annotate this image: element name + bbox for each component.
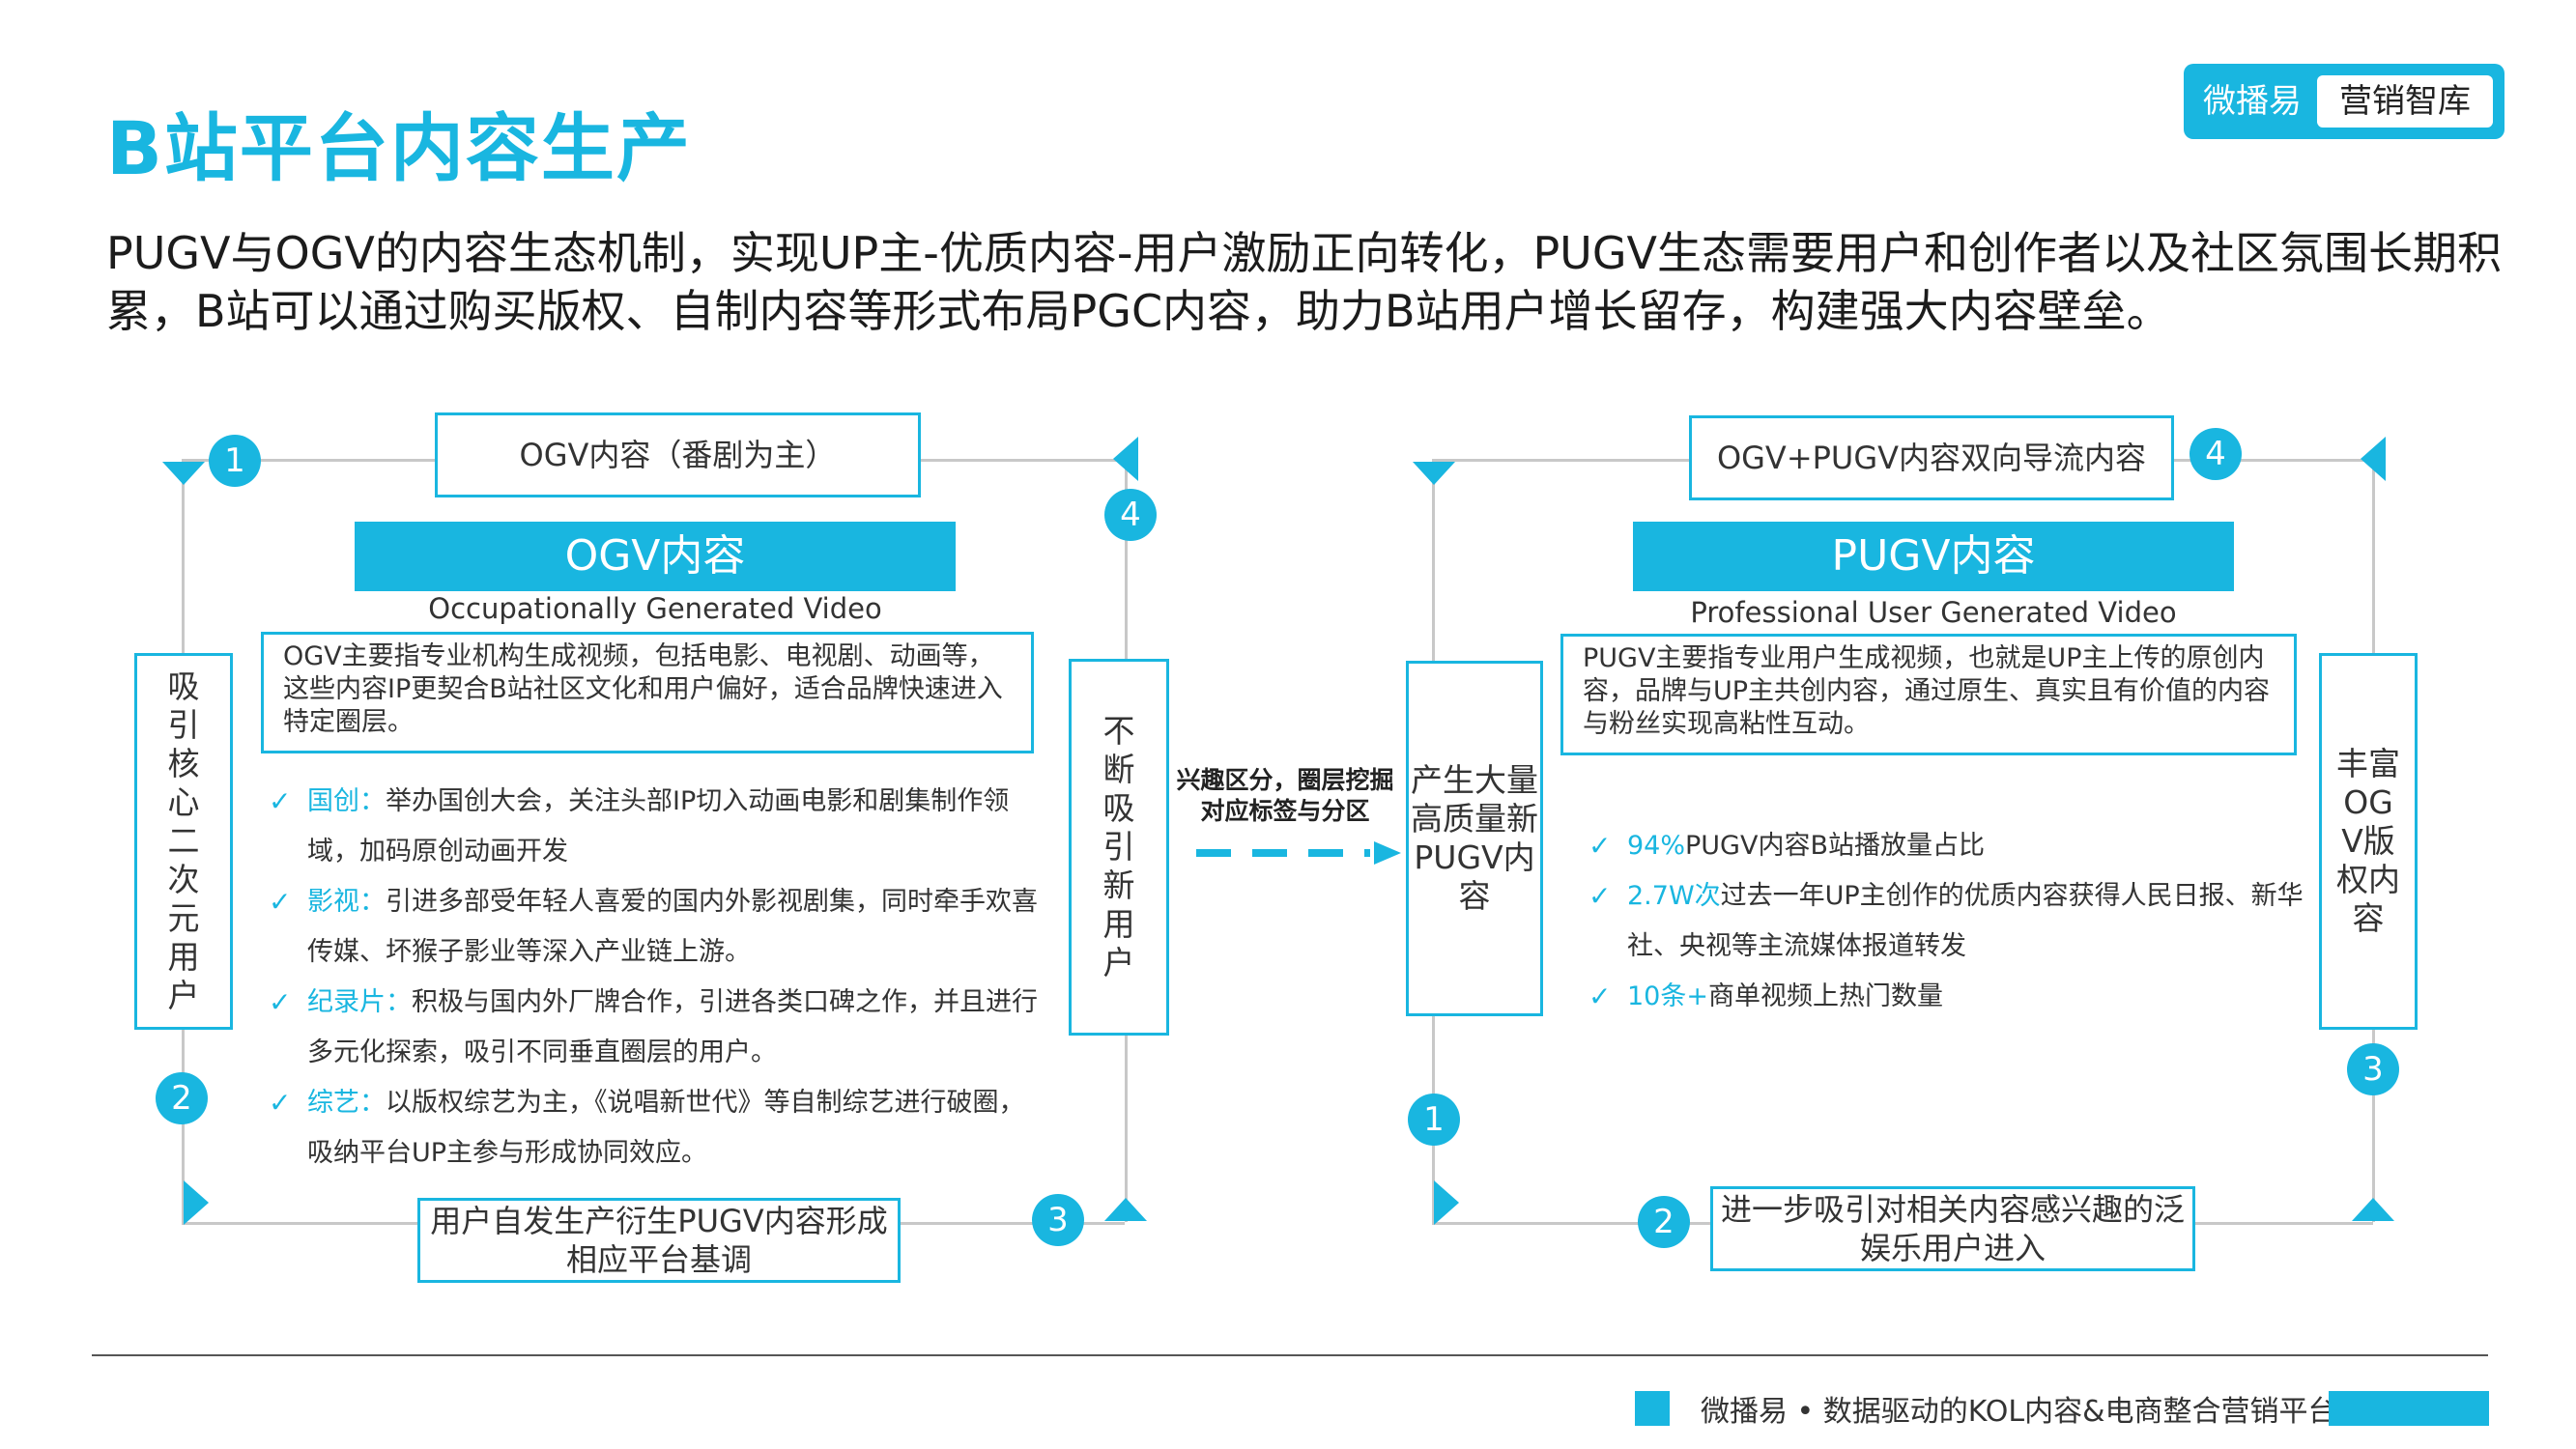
pugv-side-left-text: 产生大量高质量新PUGV内容 (1411, 761, 1538, 915)
step-number-3: 3 (2347, 1043, 2399, 1095)
step-number-4: 4 (1104, 489, 1157, 541)
footer-text: 微播易 • 数据驱动的KOL内容&电商整合营销平台 (1701, 1395, 2337, 1429)
list-item: ✓纪录片：积极与国内外厂牌合作，引进各类口碑之作，并且进行多元化探索，吸引不同垂… (269, 978, 1042, 1078)
pugv-description: PUGV主要指专业用户生成视频，也就是UP主上传的原创内容，品牌与UP主共创内容… (1560, 634, 2297, 755)
step-number-2: 2 (1638, 1196, 1690, 1248)
check-icon: ✓ (269, 785, 292, 817)
pugv-side-right-text: 丰富OGV版权内容 (2336, 745, 2400, 937)
ogv-bullet-list: ✓国创：举办国创大会，关注头部IP切入动画电影和剧集制作领域，加码原创动画开发 … (269, 777, 1042, 1179)
pugv-bottom-label: 进一步吸引对相关内容感兴趣的泛娱乐用户进入 (1710, 1186, 2195, 1271)
ogv-side-right-text: 不断吸引新用户 (1102, 712, 1135, 981)
intro-paragraph: PUGV与OGV的内容生态机制，实现UP主-优质内容-用户激励正向转化，PUGV… (106, 227, 2502, 337)
check-icon: ✓ (269, 986, 292, 1018)
step-number-3: 3 (1032, 1194, 1084, 1246)
footer-divider (92, 1354, 2488, 1356)
pugv-side-left: 产生大量高质量新PUGV内容 (1406, 661, 1543, 1016)
arrow-left-icon (2361, 437, 2386, 481)
brand-badge: 微播易 营销智库 (2184, 64, 2504, 139)
arrow-down-icon (162, 462, 205, 485)
check-icon: ✓ (1589, 880, 1612, 912)
arrow-up-icon (1104, 1198, 1147, 1221)
step-number-1: 1 (209, 435, 261, 487)
step-number-4: 4 (2190, 428, 2242, 480)
ogv-side-left-text: 吸引核心二次元用户 (167, 668, 200, 1014)
arrow-right-icon (184, 1180, 209, 1225)
footer-bar (2329, 1391, 2489, 1426)
check-icon: ✓ (269, 886, 292, 918)
list-item: ✓2.7W次过去一年UP主创作的优质内容获得人民日报、新华社、央视等主流媒体报道… (1589, 871, 2323, 972)
list-item: ✓94%PUGV内容B站播放量占比 (1589, 821, 2323, 871)
dashed-arrow-icon (1196, 841, 1401, 865)
check-icon: ✓ (269, 1087, 292, 1119)
arrow-right-icon (1434, 1180, 1459, 1225)
brand-name: 微播易 (2203, 82, 2302, 121)
pugv-bullet-list: ✓94%PUGV内容B站播放量占比 ✓2.7W次过去一年UP主创作的优质内容获得… (1589, 821, 2323, 1022)
ogv-side-right: 不断吸引新用户 (1069, 659, 1169, 1036)
arrow-left-icon (1113, 437, 1138, 481)
step-number-2: 2 (156, 1072, 208, 1124)
pugv-side-right: 丰富OGV版权内容 (2319, 653, 2418, 1030)
pugv-banner: PUGV内容 (1633, 522, 2234, 591)
pugv-top-label: OGV+PUGV内容双向导流内容 (1689, 415, 2174, 500)
ogv-side-left: 吸引核心二次元用户 (134, 653, 233, 1030)
ogv-top-label: OGV内容（番剧为主） (435, 412, 921, 497)
arrow-up-icon (2352, 1198, 2394, 1221)
list-item: ✓影视：引进多部受年轻人喜爱的国内外影视剧集，同时牵手欢喜传媒、坏猴子影业等深入… (269, 877, 1042, 978)
step-number-1: 1 (1408, 1094, 1460, 1146)
footer-square (1635, 1391, 1670, 1426)
ogv-description: OGV主要指专业机构生成视频，包括电影、电视剧、动画等，这些内容IP更契合B站社… (261, 632, 1034, 753)
check-icon: ✓ (1589, 830, 1612, 862)
brand-tag: 营销智库 (2317, 75, 2493, 128)
ogv-bottom-label: 用户自发生产衍生PUGV内容形成相应平台基调 (417, 1198, 901, 1283)
pugv-subtitle: Professional User Generated Video (1690, 596, 2177, 629)
check-icon: ✓ (1589, 980, 1612, 1012)
list-item: ✓综艺：以版权综艺为主，《说唱新世代》等自制综艺进行破圈，吸纳平台UP主参与形成… (269, 1078, 1042, 1179)
page-title: B站平台内容生产 (106, 105, 692, 191)
arrow-down-icon (1413, 462, 1455, 485)
middle-caption: 兴趣区分，圈层挖掘对应标签与分区 (1176, 766, 1394, 825)
ogv-subtitle: Occupationally Generated Video (428, 592, 882, 625)
ogv-banner: OGV内容 (355, 522, 956, 591)
list-item: ✓国创：举办国创大会，关注头部IP切入动画电影和剧集制作领域，加码原创动画开发 (269, 777, 1042, 877)
list-item: ✓10条+商单视频上热门数量 (1589, 972, 2323, 1022)
